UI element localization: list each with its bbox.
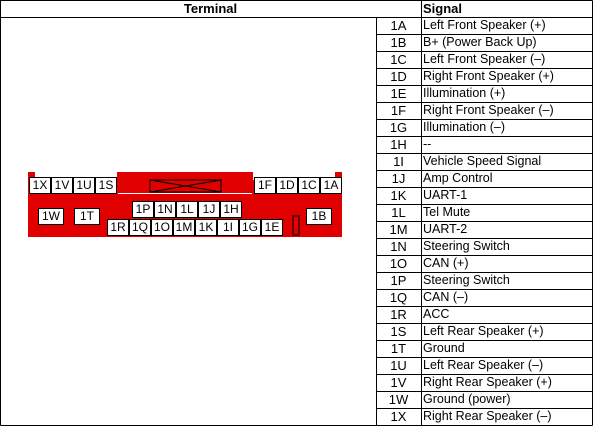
terminal-code: 1T [390, 341, 407, 356]
terminal-code: 1S [390, 324, 407, 339]
terminal-code: 1P [390, 273, 407, 288]
connector-tab-right [335, 172, 342, 180]
terminal-code: 1V [390, 375, 407, 390]
connector-pin: 1U [73, 177, 95, 194]
signal-name: Ground [423, 341, 465, 355]
terminal-code: 1O [389, 256, 408, 271]
connector-pin: 1B [306, 208, 332, 225]
signal-name: Tel Mute [423, 205, 471, 219]
signal-name: Illumination (–) [423, 120, 505, 134]
terminal-code: 1B [390, 35, 407, 50]
connector-latch [292, 215, 300, 236]
signal-name: Right Rear Speaker (+) [423, 375, 552, 389]
signal-name: CAN (–) [423, 290, 469, 304]
connector-pin: 1X [29, 177, 51, 194]
connector-pin: 1E [261, 219, 283, 236]
signal-name: Right Front Speaker (–) [423, 103, 554, 117]
terminal-code: 1K [390, 188, 407, 203]
signal-name: UART-2 [423, 222, 468, 236]
terminal-code: 1D [390, 69, 407, 84]
signal-name: Illumination (+) [423, 86, 506, 100]
connector-pin: 1T [74, 208, 100, 225]
connector-pin: 1F [254, 177, 276, 194]
connector-pin: 1A [320, 177, 342, 194]
terminal-code: 1E [390, 86, 407, 101]
signal-name: -- [423, 137, 432, 151]
connector-pin: 1Q [129, 219, 151, 236]
terminal-code: 1J [391, 171, 406, 186]
terminal-code: 1W [388, 392, 409, 407]
terminal-code: 1X [390, 409, 407, 424]
signal-name: Left Rear Speaker (–) [423, 358, 544, 372]
terminal-code: 1N [390, 239, 407, 254]
connector-pin: 1I [217, 219, 239, 236]
signal-name: UART-1 [423, 188, 468, 202]
signal-name: Right Front Speaker (+) [423, 69, 554, 83]
signal-name: Left Front Speaker (+) [423, 18, 546, 32]
connector-pin: 1D [276, 177, 298, 194]
signal-name: Steering Switch [423, 239, 510, 253]
connector-pin: 1K [195, 219, 217, 236]
connector-pin: 1P [132, 201, 154, 218]
signal-name: Right Rear Speaker (–) [423, 409, 552, 423]
connector-pin: 1R [107, 219, 129, 236]
connector-pin: 1C [298, 177, 320, 194]
signal-name: CAN (+) [423, 256, 469, 270]
terminal-code: 1C [390, 52, 407, 67]
connector-pin: 1V [51, 177, 73, 194]
signal-name: ACC [423, 307, 450, 321]
connector-pin: 1L [176, 201, 198, 218]
signal-name: Ground (power) [423, 392, 511, 406]
connector-pin: 1H [220, 201, 242, 218]
connector-key-housing [117, 172, 253, 193]
terminal-code: 1M [389, 222, 408, 237]
connector-key-slot [149, 179, 222, 193]
connector-pin: 1O [151, 219, 173, 236]
signal-name: Steering Switch [423, 273, 510, 287]
terminal-code: 1R [390, 307, 407, 322]
signal-name: B+ (Power Back Up) [423, 35, 537, 49]
header-terminal: Terminal [183, 1, 238, 16]
terminal-code: 1U [390, 358, 407, 373]
signal-name: Left Front Speaker (–) [423, 52, 546, 66]
connector-tab-left [28, 172, 35, 180]
connector-pin: 1N [154, 201, 176, 218]
connector-key-mark [149, 179, 222, 193]
signal-name: Left Rear Speaker (+) [423, 324, 544, 338]
connector-pin: 1G [239, 219, 261, 236]
signal-name: Amp Control [423, 171, 493, 185]
connector-pin: 1W [38, 208, 64, 225]
terminal-code: 1A [390, 18, 407, 33]
header-signal: Signal [423, 1, 463, 16]
terminal-code: 1F [390, 103, 407, 118]
terminal-code: 1L [391, 205, 406, 220]
terminal-code: 1I [393, 154, 404, 169]
connector-pin: 1J [198, 201, 220, 218]
signal-name: Vehicle Speed Signal [423, 154, 542, 168]
connector-pin: 1M [173, 219, 195, 236]
connector-pin: 1S [95, 177, 117, 194]
terminal-code: 1G [389, 120, 408, 135]
terminal-code: 1H [390, 137, 407, 152]
terminal-code: 1Q [389, 290, 408, 305]
